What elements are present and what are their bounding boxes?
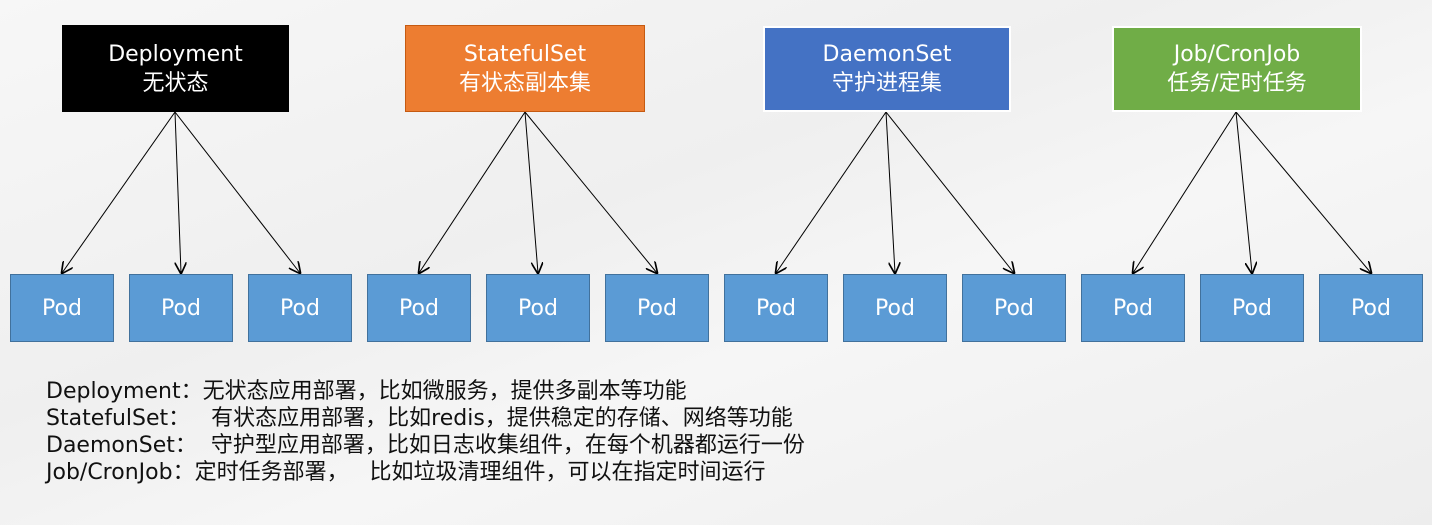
description-text: 定时任务部署， 比如垃圾清理组件，可以在指定时间运行: [194, 460, 766, 485]
deployment-box: Deployment 无状态: [62, 25, 289, 112]
pod-statefulset-2: Pod: [486, 274, 590, 342]
arrow-job-to-pod-2: [1235, 111, 1252, 273]
pod-label: Pod: [1351, 295, 1391, 321]
pod-label: Pod: [399, 295, 439, 321]
pod-job-2: Pod: [1200, 274, 1304, 342]
arrow-daemonset-to-pod-1: [776, 111, 887, 273]
description-text: 有状态应用部署，比如redis，提供稳定的存储、网络等功能: [190, 406, 793, 431]
pod-deployment-1: Pod: [10, 274, 114, 342]
arrow-statefulset-to-pod-3: [524, 111, 657, 273]
arrow-statefulset-to-pod-1: [419, 111, 526, 273]
pod-label: Pod: [756, 295, 796, 321]
description-deployment: Deployment：无状态应用部署，比如微服务，提供多副本等功能: [46, 378, 805, 405]
description-text: 守护型应用部署，比如日志收集组件，在每个机器都运行一份: [196, 433, 805, 458]
arrow-deployment-to-pod-3: [174, 111, 300, 273]
pod-label: Pod: [161, 295, 201, 321]
arrow-deployment-to-pod-1: [62, 111, 176, 273]
pod-job-1: Pod: [1081, 274, 1185, 342]
deployment-subtitle: 无状态: [142, 70, 209, 96]
pod-statefulset-3: Pod: [605, 274, 709, 342]
pod-label: Pod: [637, 295, 677, 321]
description-daemonset: DaemonSet： 守护型应用部署，比如日志收集组件，在每个机器都运行一份: [46, 432, 805, 459]
description-term: StatefulSet：: [46, 406, 191, 431]
pod-daemonset-1: Pod: [724, 274, 828, 342]
pod-deployment-3: Pod: [248, 274, 352, 342]
statefulset-title: StatefulSet: [463, 41, 587, 67]
description-statefulset: StatefulSet： 有状态应用部署，比如redis，提供稳定的存储、网络等…: [46, 405, 805, 432]
daemonset-box: DaemonSet 守护进程集: [763, 26, 1011, 112]
arrow-job-to-pod-3: [1235, 111, 1371, 273]
pod-statefulset-1: Pod: [367, 274, 471, 342]
arrow-daemonset-to-pod-3: [885, 111, 1014, 273]
description-term: Job/CronJob：: [46, 460, 195, 485]
pod-daemonset-3: Pod: [962, 274, 1066, 342]
arrow-job-to-pod-1: [1133, 111, 1237, 273]
deployment-title: Deployment: [108, 41, 243, 67]
statefulset-box: StatefulSet 有状态副本集: [405, 25, 645, 112]
pod-label: Pod: [280, 295, 320, 321]
daemonset-subtitle: 守护进程集: [831, 71, 942, 96]
job-cronjob-title: Job/CronJob: [1173, 42, 1301, 67]
arrow-statefulset-to-pod-2: [524, 111, 538, 273]
pod-deployment-2: Pod: [129, 274, 233, 342]
pod-label: Pod: [518, 295, 558, 321]
job-cronjob-box: Job/CronJob 任务/定时任务: [1112, 26, 1362, 112]
job-cronjob-subtitle: 任务/定时任务: [1167, 71, 1307, 96]
pod-label: Pod: [42, 295, 82, 321]
description-term: Deployment：: [46, 379, 203, 404]
pod-label: Pod: [1113, 295, 1153, 321]
pod-label: Pod: [1232, 295, 1272, 321]
daemonset-title: DaemonSet: [822, 42, 952, 67]
arrow-daemonset-to-pod-2: [885, 111, 895, 273]
description-term: DaemonSet：: [46, 433, 197, 458]
pod-daemonset-2: Pod: [843, 274, 947, 342]
statefulset-subtitle: 有状态副本集: [458, 70, 591, 96]
pod-label: Pod: [875, 295, 915, 321]
pod-label: Pod: [994, 295, 1034, 321]
description-text: 无状态应用部署，比如微服务，提供多副本等功能: [202, 379, 687, 404]
description-job-cronjob: Job/CronJob：定时任务部署， 比如垃圾清理组件，可以在指定时间运行: [46, 459, 805, 486]
description-list: Deployment：无状态应用部署，比如微服务，提供多副本等功能 Statef…: [46, 378, 805, 486]
arrow-deployment-to-pod-2: [174, 111, 181, 273]
pod-job-3: Pod: [1319, 274, 1423, 342]
